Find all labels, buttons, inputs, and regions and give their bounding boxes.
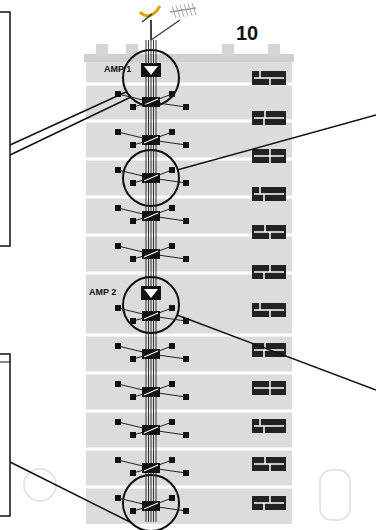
amplifier-label: AMP 2 (89, 288, 116, 297)
amplifier-label: AMP 1 (104, 65, 131, 74)
building-number: 10 (236, 23, 258, 43)
